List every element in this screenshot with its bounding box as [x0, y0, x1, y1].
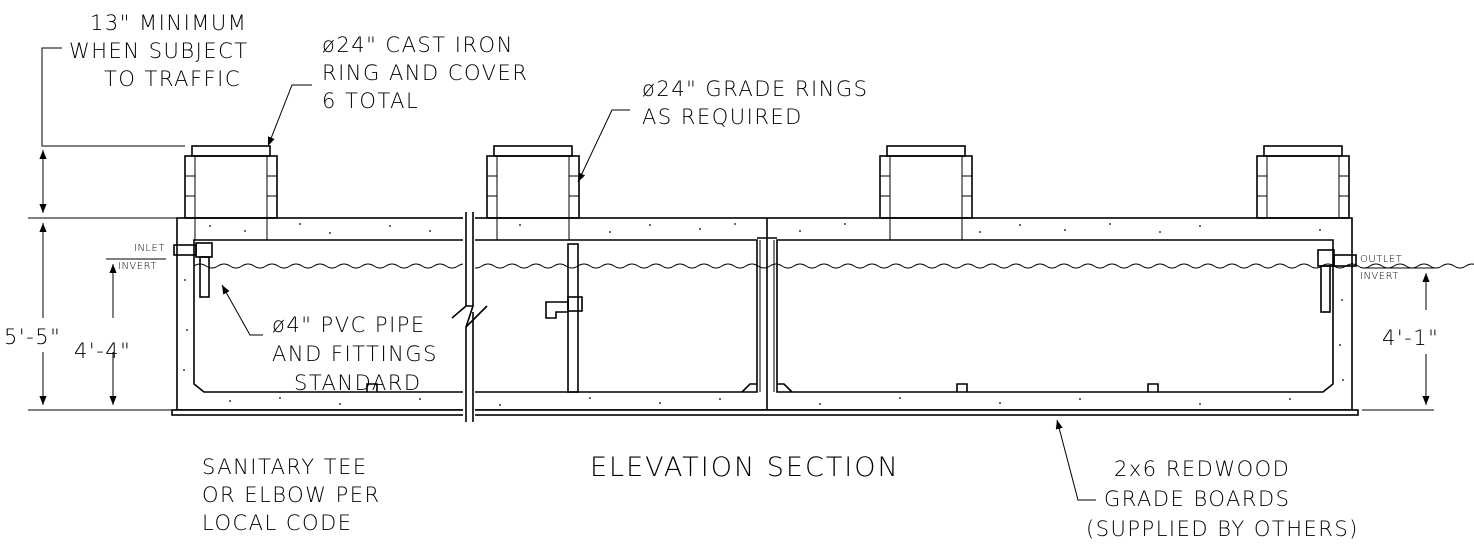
- water-level-line: [193, 263, 1474, 269]
- boards-note-line2: GRADE BOARDS: [1104, 487, 1291, 511]
- partition-wall: [567, 243, 579, 393]
- min-cover-note-line2: WHEN SUBJECT: [69, 39, 249, 63]
- outlet-invert-label: INVERT: [1360, 271, 1399, 282]
- floor-ridge: [777, 383, 793, 393]
- floor-ridge: [956, 383, 968, 392]
- tank-outer-wall: [176, 217, 1353, 411]
- grade-rings-note-line2: AS REQUIRED: [642, 105, 803, 129]
- tee-note-line1: SANITARY TEE: [202, 455, 368, 479]
- outlet-height-dim: 4'-1": [1382, 326, 1439, 350]
- leader-lines: [221, 84, 1096, 501]
- inlet-pipe: [173, 242, 213, 298]
- drawing-title: ELEVATION SECTION: [590, 452, 900, 483]
- pvc-note-line1: ø4" PVC PIPE: [272, 313, 426, 337]
- tank-inner-left: [193, 239, 758, 393]
- tee-note-line2: OR ELBOW PER: [202, 483, 381, 507]
- riser-2: [486, 145, 580, 240]
- inlet-invert-label: INVERT: [118, 261, 157, 272]
- min-cover-note-line1: 13" MINIMUM: [90, 11, 247, 35]
- floor-ridge: [1147, 383, 1159, 392]
- dimension-lines: [28, 47, 1434, 411]
- break-line: [451, 212, 488, 422]
- outlet-pipe: [1317, 249, 1357, 313]
- floor-ridge: [366, 383, 378, 392]
- ring-cover-note-line3: 6 TOTAL: [322, 89, 419, 113]
- riser-4: [1256, 145, 1350, 219]
- riser-3: [879, 145, 973, 240]
- pvc-note-line3: STANDARD: [294, 371, 422, 395]
- inlet-height-dim: 4'-4": [74, 339, 131, 363]
- tank-inner-right: [776, 239, 1334, 393]
- riser-1: [184, 145, 278, 240]
- sanitary-tee-fitting: [545, 296, 583, 319]
- overall-height-dim: 5'-5": [4, 325, 61, 349]
- pvc-note-line2: AND FITTINGS: [272, 342, 438, 366]
- grade-rings-note-line1: ø24" GRADE RINGS: [642, 77, 869, 101]
- min-cover-note-line3: TO TRAFFIC: [104, 67, 241, 91]
- floor-ridge: [741, 383, 757, 393]
- grade-boards: [171, 409, 1359, 416]
- inlet-label: INLET: [134, 243, 165, 254]
- concrete-stipple: [183, 223, 1344, 406]
- boards-note-line1: 2x6 REDWOOD: [1114, 457, 1290, 481]
- boards-note-line3: (SUPPLIED BY OTHERS): [1086, 517, 1359, 541]
- tank-body: [171, 217, 1359, 416]
- ring-cover-note-line2: RING AND COVER: [322, 61, 528, 85]
- tee-note-line3: LOCAL CODE: [202, 511, 353, 535]
- ring-cover-note-line1: ø24" CAST IRON: [322, 33, 514, 57]
- outlet-label: OUTLET: [1360, 254, 1402, 265]
